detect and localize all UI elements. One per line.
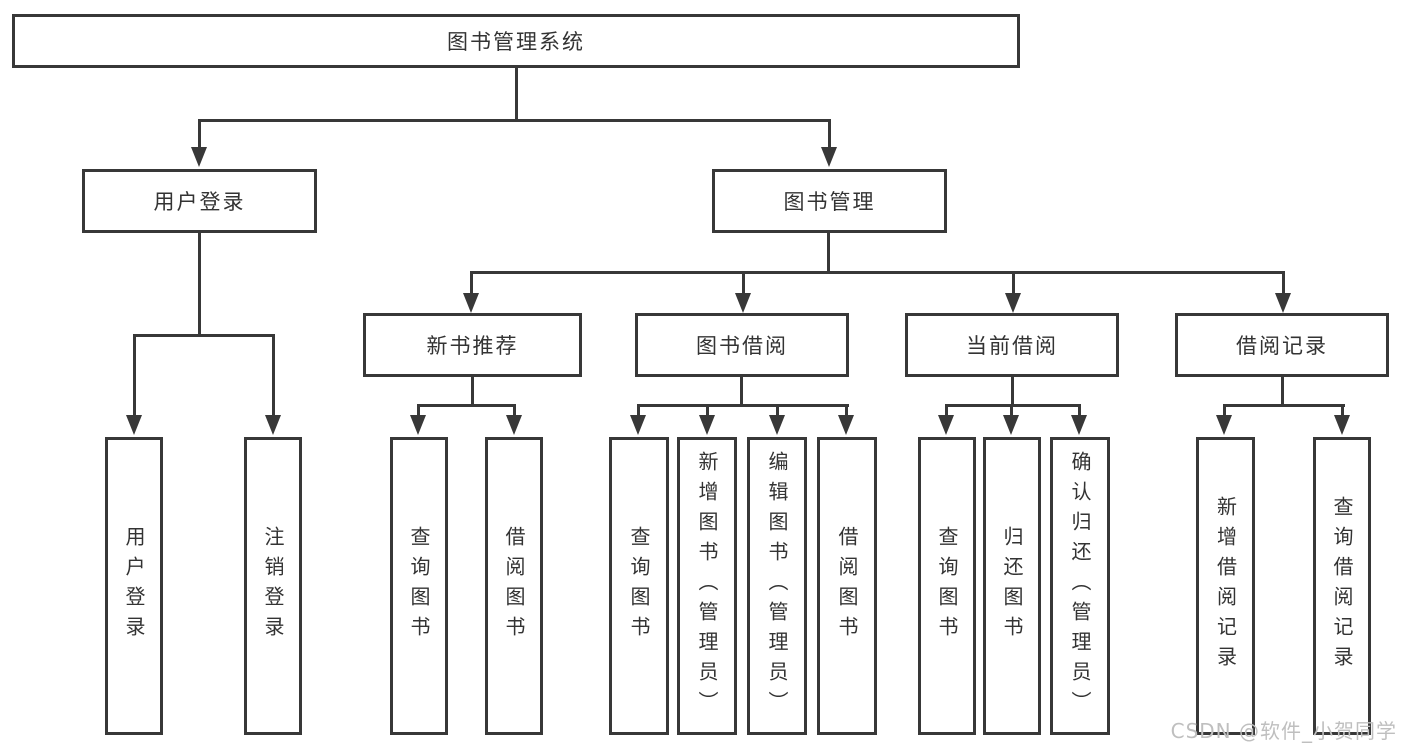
connector-arm <box>845 404 848 418</box>
connector-root-split <box>198 119 831 122</box>
connector-book-management-stem <box>827 233 830 274</box>
arrow-down-icon <box>1003 415 1019 435</box>
connector-arm <box>1010 404 1013 418</box>
connector-arm-user-login <box>198 119 201 149</box>
connector-borrow-records-split <box>1223 404 1345 407</box>
connector-arm <box>637 404 640 418</box>
leaf-query-borrow-record: 查询借阅记录 <box>1313 437 1371 735</box>
connector-arm <box>1223 404 1226 418</box>
leaf-add-book-admin: 新增图书（管理员） <box>677 437 737 735</box>
leaf-query-books-borrow: 查询图书 <box>609 437 669 735</box>
connector-current-borrow-split <box>945 404 1081 407</box>
connector-user-login-stem <box>198 233 201 336</box>
arrow-down-icon <box>410 415 426 435</box>
arrow-down-icon <box>126 415 142 435</box>
arrow-down-icon <box>769 415 785 435</box>
node-new-book-recommend: 新书推荐 <box>363 313 582 377</box>
arrow-down-icon <box>838 415 854 435</box>
arrow-down-icon <box>1334 415 1350 435</box>
arrow-down-icon <box>699 415 715 435</box>
connector-arm-leaf-logout <box>272 334 275 417</box>
connector-book-management-split <box>470 271 1284 274</box>
arrow-down-icon <box>1071 415 1087 435</box>
leaf-edit-book-admin: 编辑图书（管理员） <box>747 437 807 735</box>
arrow-down-icon <box>1216 415 1232 435</box>
node-book-borrow: 图书借阅 <box>635 313 849 377</box>
connector-arm-book-management <box>828 119 831 149</box>
leaf-add-borrow-record: 新增借阅记录 <box>1196 437 1255 735</box>
arrow-down-icon <box>506 415 522 435</box>
connector-new-book-split <box>417 404 516 407</box>
connector-book-borrow-split <box>637 404 849 407</box>
connector-user-login-split <box>133 334 275 337</box>
connector-new-book-stem <box>471 377 474 407</box>
watermark: CSDN @软件_小贺同学 <box>1170 719 1397 743</box>
leaf-return-book: 归还图书 <box>983 437 1041 735</box>
connector-current-borrow-stem <box>1011 377 1014 407</box>
arrow-down-icon <box>735 293 751 313</box>
leaf-logout: 注销登录 <box>244 437 302 735</box>
leaf-user-login: 用户登录 <box>105 437 163 735</box>
arrow-down-icon <box>191 147 207 167</box>
connector-arm-leaf-user-login <box>133 334 136 417</box>
node-borrow-records: 借阅记录 <box>1175 313 1389 377</box>
node-book-management: 图书管理 <box>712 169 947 233</box>
leaf-confirm-return-admin: 确认归还（管理员） <box>1050 437 1110 735</box>
arrow-down-icon <box>821 147 837 167</box>
connector-arm-borrow-records <box>1282 271 1285 295</box>
connector-arm <box>1078 404 1081 418</box>
connector-arm <box>513 404 516 418</box>
connector-arm-current-borrow <box>1012 271 1015 295</box>
connector-root-stem <box>515 68 518 122</box>
connector-arm <box>706 404 709 418</box>
arrow-down-icon <box>938 415 954 435</box>
leaf-borrow-books: 借阅图书 <box>817 437 877 735</box>
leaf-query-books-current: 查询图书 <box>918 437 976 735</box>
connector-arm-book-borrow <box>742 271 745 295</box>
connector-arm <box>776 404 779 418</box>
leaf-query-books-recommend: 查询图书 <box>390 437 448 735</box>
node-root: 图书管理系统 <box>12 14 1020 68</box>
connector-borrow-records-stem <box>1281 377 1284 407</box>
arrow-down-icon <box>463 293 479 313</box>
arrow-down-icon <box>1005 293 1021 313</box>
arrow-down-icon <box>630 415 646 435</box>
leaf-borrow-books-recommend: 借阅图书 <box>485 437 543 735</box>
arrow-down-icon <box>1275 293 1291 313</box>
connector-arm <box>1341 404 1344 418</box>
arrow-down-icon <box>265 415 281 435</box>
connector-book-borrow-stem <box>740 377 743 407</box>
connector-arm <box>945 404 948 418</box>
node-current-borrow: 当前借阅 <box>905 313 1119 377</box>
connector-arm <box>417 404 420 418</box>
node-user-login: 用户登录 <box>82 169 317 233</box>
connector-arm-new-book <box>470 271 473 295</box>
